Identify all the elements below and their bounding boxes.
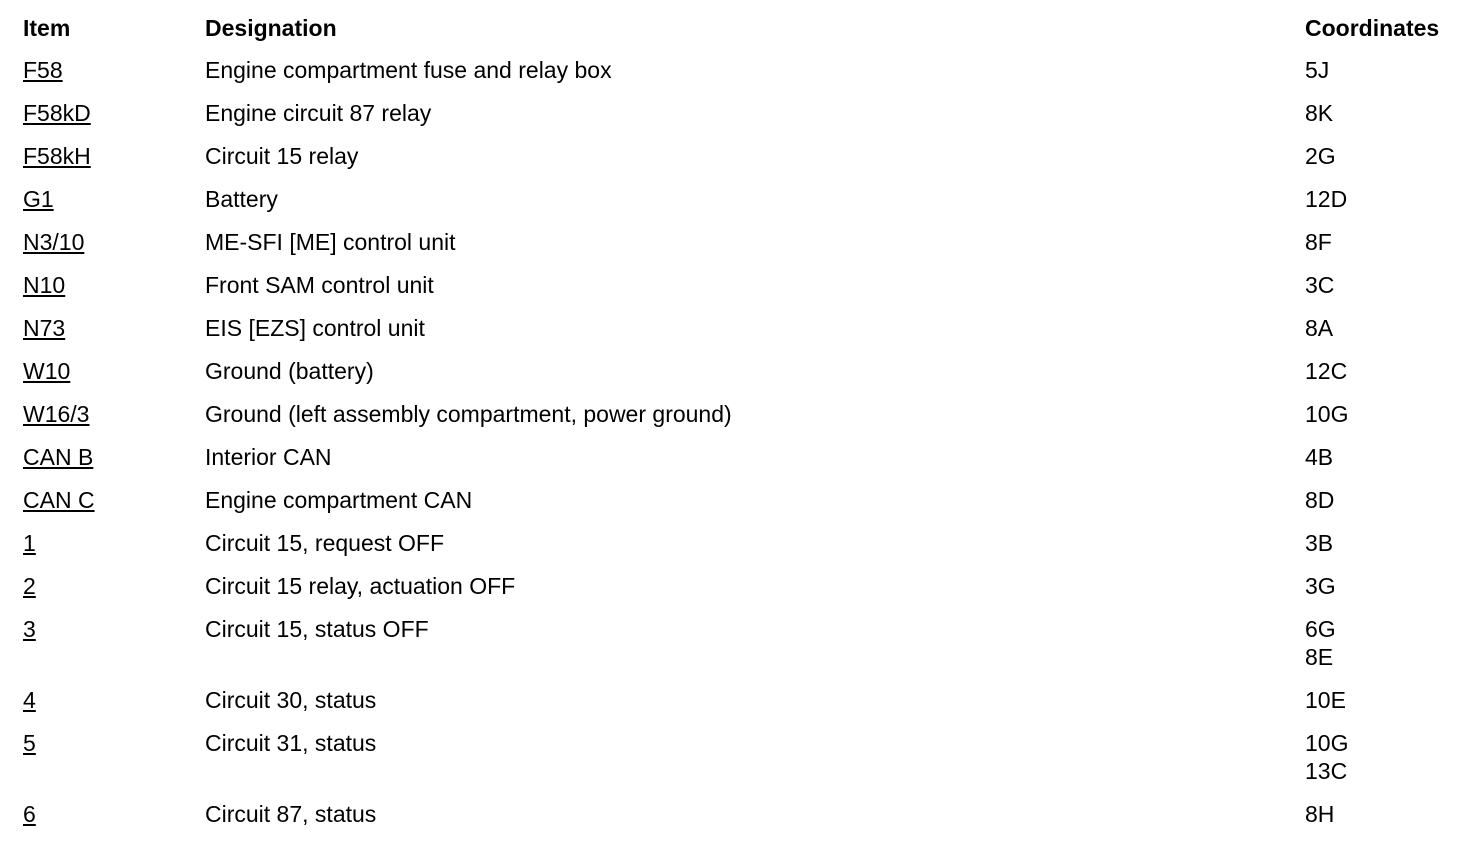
table-row: W10 Ground (battery) 12C — [23, 357, 1455, 400]
coordinates-cell: 10G — [1305, 400, 1455, 443]
item-link[interactable]: N73 — [23, 315, 66, 341]
designation-cell: Ground (left assembly compartment, power… — [205, 401, 732, 427]
header-coordinates: Coordinates — [1305, 15, 1440, 41]
header-designation: Designation — [205, 15, 337, 41]
table-row: 4 Circuit 30, status 10E — [23, 686, 1455, 729]
item-link[interactable]: N3/10 — [23, 229, 85, 255]
table-row: 6 Circuit 87, status 8H — [23, 800, 1455, 843]
item-link[interactable]: 5 — [23, 730, 36, 756]
designation-cell: Engine compartment CAN — [205, 487, 473, 513]
coordinates-cell: 10E — [1305, 686, 1455, 729]
item-link[interactable]: 6 — [23, 801, 36, 827]
coordinate-value: 3C — [1305, 272, 1335, 298]
designation-cell: Interior CAN — [205, 444, 332, 470]
coordinate-value: 2G — [1305, 143, 1336, 169]
coordinates-cell: 8D — [1305, 486, 1455, 529]
coordinate-value: 8F — [1305, 229, 1332, 255]
coordinates-cell: 3B — [1305, 529, 1455, 572]
table-row: N3/10 ME-SFI [ME] control unit 8F — [23, 228, 1455, 271]
coordinates-cell: 8F — [1305, 228, 1455, 271]
designation-cell: EIS [EZS] control unit — [205, 315, 425, 341]
coordinates-cell: 5J — [1305, 56, 1455, 99]
designation-cell: Circuit 15, request OFF — [205, 530, 445, 556]
designation-cell: Ground (battery) — [205, 358, 374, 384]
item-link[interactable]: N10 — [23, 272, 66, 298]
coordinates-cell: 3C — [1305, 271, 1455, 314]
table-row: 2 Circuit 15 relay, actuation OFF 3G — [23, 572, 1455, 615]
item-link[interactable]: G1 — [23, 186, 54, 212]
coordinate-value: 6G — [1305, 616, 1336, 642]
item-link[interactable]: F58 — [23, 57, 63, 83]
table-row: G1 Battery 12D — [23, 185, 1455, 228]
coordinates-cell: 12D — [1305, 185, 1455, 228]
item-link[interactable]: F58kH — [23, 143, 91, 169]
coordinate-value: 4B — [1305, 444, 1334, 470]
table-row: F58kH Circuit 15 relay 2G — [23, 142, 1455, 185]
header-row: Item Designation Coordinates — [23, 14, 1455, 56]
coordinate-value: 3G — [1305, 573, 1336, 599]
table-row: CAN B Interior CAN 4B — [23, 443, 1455, 486]
header-item: Item — [23, 15, 71, 41]
table-row: N73 EIS [EZS] control unit 8A — [23, 314, 1455, 357]
coordinates-cell: 3G — [1305, 572, 1455, 615]
table-row: N10 Front SAM control unit 3C — [23, 271, 1455, 314]
designation-cell: Circuit 87, status — [205, 801, 377, 827]
designation-cell: Circuit 15, status OFF — [205, 616, 429, 642]
coordinate-value: 10E — [1305, 687, 1346, 713]
coordinate-value: 10G — [1305, 730, 1349, 756]
coordinates-cell: 12C — [1305, 357, 1455, 400]
designation-cell: Circuit 30, status — [205, 687, 377, 713]
coordinates-cell: 4B — [1305, 443, 1455, 486]
item-link[interactable]: 4 — [23, 687, 36, 713]
coordinates-cell: 8K — [1305, 99, 1455, 142]
coordinates-cell: 2G — [1305, 142, 1455, 185]
coordinate-value: 12D — [1305, 186, 1348, 212]
designation-cell: ME-SFI [ME] control unit — [205, 229, 456, 255]
table-row: CAN C Engine compartment CAN 8D — [23, 486, 1455, 529]
legend-body: F58 Engine compartment fuse and relay box… — [23, 56, 1455, 843]
item-link[interactable]: CAN B — [23, 444, 94, 470]
table-row: W16/3 Ground (left assembly compartment, … — [23, 400, 1455, 443]
coordinate-value: 8D — [1305, 487, 1335, 513]
item-link[interactable]: 2 — [23, 573, 36, 599]
designation-cell: Front SAM control unit — [205, 272, 434, 298]
item-link[interactable]: F58kD — [23, 100, 91, 126]
table-row: F58kD Engine circuit 87 relay 8K — [23, 99, 1455, 142]
designation-cell: Circuit 15 relay — [205, 143, 359, 169]
item-link[interactable]: W16/3 — [23, 401, 90, 427]
designation-cell: Circuit 15 relay, actuation OFF — [205, 573, 516, 599]
coordinate-value: 3B — [1305, 530, 1334, 556]
table-row: 1 Circuit 15, request OFF 3B — [23, 529, 1455, 572]
item-link[interactable]: 3 — [23, 616, 36, 642]
item-link[interactable]: 1 — [23, 530, 36, 556]
item-link[interactable]: CAN C — [23, 487, 95, 513]
table-row: F58 Engine compartment fuse and relay box… — [23, 56, 1455, 99]
coordinate-value: 8E — [1305, 644, 1334, 670]
item-link[interactable]: W10 — [23, 358, 71, 384]
coordinate-value: 12C — [1305, 358, 1348, 384]
coordinate-value: 5J — [1305, 57, 1330, 83]
designation-cell: Battery — [205, 186, 278, 212]
coordinate-value: 8K — [1305, 100, 1334, 126]
coordinate-value: 13C — [1305, 758, 1348, 784]
coordinates-cell: 8A — [1305, 314, 1455, 357]
coordinates-cell: 8H — [1305, 800, 1455, 843]
coordinate-value: 10G — [1305, 401, 1349, 427]
designation-cell: Circuit 31, status — [205, 730, 377, 756]
coordinate-value: 8H — [1305, 801, 1335, 827]
coordinate-value: 8A — [1305, 315, 1334, 341]
designation-cell: Engine circuit 87 relay — [205, 100, 432, 126]
designation-cell: Engine compartment fuse and relay box — [205, 57, 612, 83]
